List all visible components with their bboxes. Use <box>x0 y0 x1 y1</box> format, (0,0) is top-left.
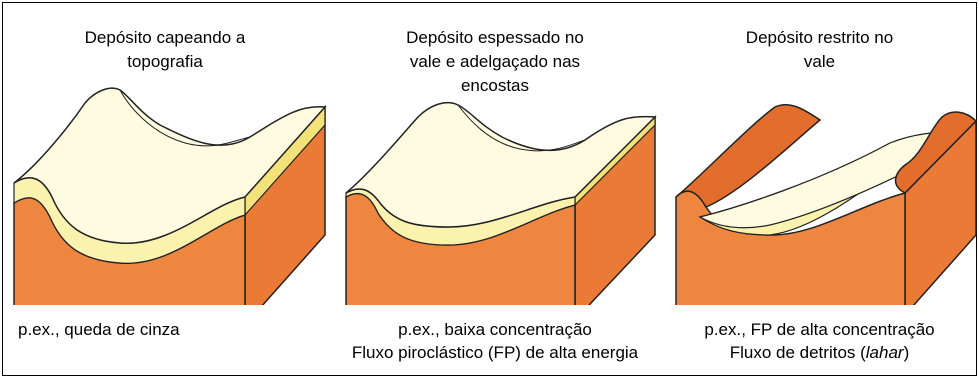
panel-title: Depósito capeando a topografia <box>0 26 330 74</box>
block-diagram-valley-restricted <box>675 103 978 305</box>
title-line: topografia <box>127 52 203 71</box>
title-line: vale <box>803 52 836 71</box>
rock-ridge-right <box>894 111 978 194</box>
caption-part: Fluxo de detritos ( <box>729 343 866 362</box>
panel-caption: p.ex., queda de cinza <box>18 318 330 341</box>
panel-mantling-deposit: Depósito capeando a topografia p.ex., qu… <box>0 0 330 378</box>
caption-line: p.ex., FP de alta concentração <box>704 320 935 339</box>
panel-caption: p.ex., baixa concentração Fluxo piroclás… <box>330 318 660 364</box>
panel-caption: p.ex., FP de alta concentração Fluxo de … <box>660 318 979 364</box>
block-diagram-mantling <box>13 87 327 305</box>
block-diagram-valley-thickened <box>345 101 657 305</box>
caption-line: p.ex., baixa concentração <box>398 320 592 339</box>
title-line: encostas <box>460 76 530 95</box>
title-line: Depósito espessado no <box>406 28 584 47</box>
panel-valley-restricted-deposit: Depósito restrito no vale p.ex., FP de a… <box>660 0 979 378</box>
ridge-line <box>119 89 251 147</box>
panel-title: Depósito restrito no vale <box>660 26 979 74</box>
caption-line: p.ex., queda de cinza <box>18 320 180 339</box>
caption-part: ) <box>903 343 910 362</box>
title-line: Depósito restrito no <box>745 28 894 47</box>
caption-line: Fluxo de detritos (lahar) <box>660 341 979 364</box>
deposit-top-surface <box>345 101 657 228</box>
title-line: Depósito capeando a <box>84 28 246 47</box>
panel-title: Depósito espessado no vale e adelgaçado … <box>330 26 660 98</box>
title-line: vale e adelgaçado nas <box>409 52 581 71</box>
rock-ridge-left <box>675 103 822 208</box>
deposit-top-surface <box>13 87 327 244</box>
caption-line: Fluxo piroclástico (FP) de alta energia <box>351 343 639 362</box>
caption-italic: lahar <box>865 343 904 362</box>
panel-valley-thickened-deposit: Depósito espessado no vale e adelgaçado … <box>330 0 660 378</box>
ridge-line <box>457 104 586 152</box>
